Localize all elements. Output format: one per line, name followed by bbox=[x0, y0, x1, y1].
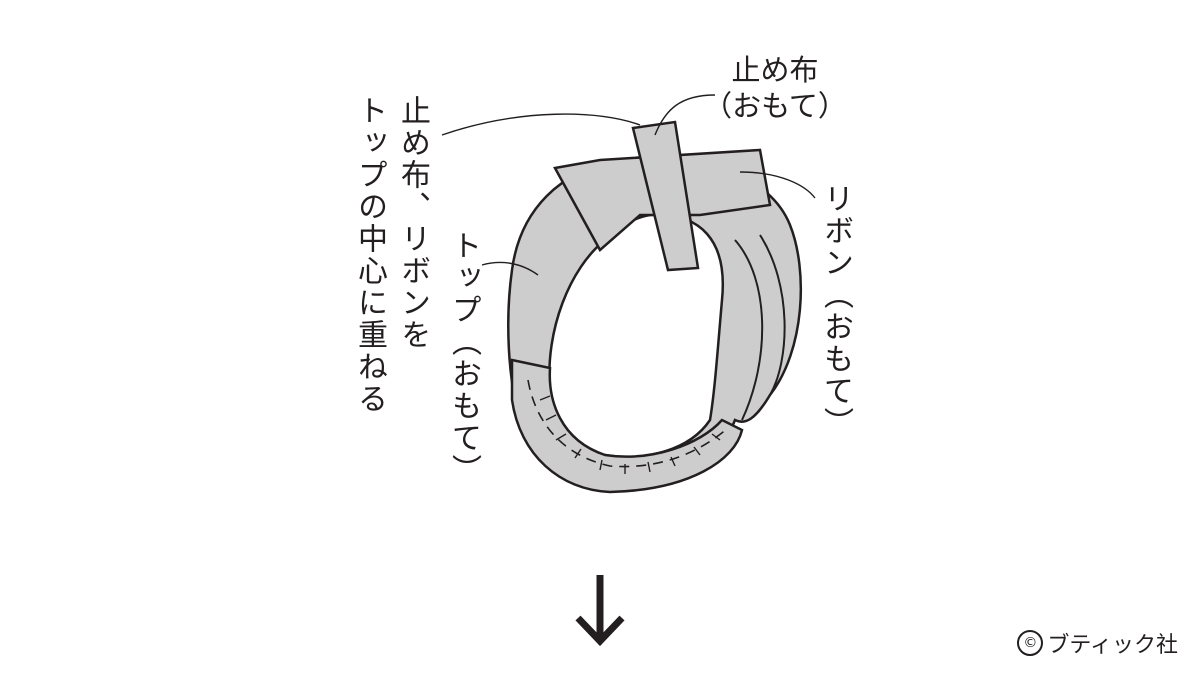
top-label: トップ（おもて） bbox=[446, 230, 481, 486]
copyright-notice: © ブティック社 bbox=[1017, 627, 1178, 659]
instruction-text-col2: トップの中心に重ねる bbox=[352, 95, 387, 415]
gathered-band bbox=[510, 358, 744, 494]
instruction-text-col1: 止め布、リボンを bbox=[395, 95, 430, 351]
copyright-text: ブティック社 bbox=[1047, 633, 1178, 658]
ribbon-fold-line bbox=[734, 239, 764, 421]
ribbon-label: リボン（おもて） bbox=[818, 183, 853, 439]
gather-wrinkles bbox=[539, 395, 721, 474]
leader-lines bbox=[441, 94, 816, 276]
stopper-cloth bbox=[631, 120, 700, 272]
copyright-icon: © bbox=[1017, 630, 1044, 656]
stopper-cloth-label: 止め布 （おもて） bbox=[700, 52, 850, 124]
stopper-cloth-side: （おもて） bbox=[703, 89, 847, 123]
stopper-cloth-name: 止め布 bbox=[731, 53, 819, 87]
down-arrow-icon bbox=[575, 575, 625, 647]
gather-stitch bbox=[527, 379, 729, 468]
ribbon-fold-line bbox=[554, 167, 601, 251]
ribbon-fold-line bbox=[759, 234, 786, 396]
